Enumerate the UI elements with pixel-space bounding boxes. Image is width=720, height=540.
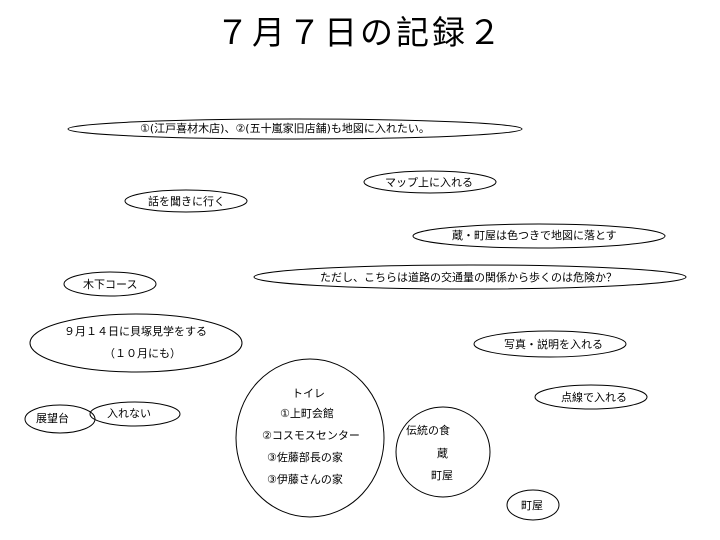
toilet-item: ①上町会館 bbox=[280, 407, 334, 420]
tradition-item: 蔵 bbox=[437, 447, 448, 460]
machiya-note: 町屋 bbox=[521, 499, 543, 512]
toilet-item: ③伊藤さんの家 bbox=[267, 473, 343, 486]
page-title: ７月７日の記録２ bbox=[216, 13, 504, 52]
interview-note: 話を聞きに行く bbox=[148, 195, 225, 208]
dotted-note: 点線で入れる bbox=[561, 391, 627, 404]
map-add-ellipse bbox=[363, 170, 497, 194]
toilet-item: ②コスモスセンター bbox=[262, 429, 360, 442]
map-add-note: マップ上に入れる bbox=[385, 176, 473, 189]
tradition-circle bbox=[395, 406, 491, 498]
not-included-note: 入れない bbox=[107, 407, 151, 420]
dotted-ellipse bbox=[534, 384, 648, 410]
toilet-heading: トイレ bbox=[292, 387, 325, 400]
observatory-note: 展望台 bbox=[36, 412, 69, 425]
kaizuka-ellipse bbox=[29, 313, 243, 373]
kaizuka-line2: （１０月にも） bbox=[104, 347, 181, 360]
tradition-item: 町屋 bbox=[431, 469, 453, 482]
photo-note: 写真・説明を入れる bbox=[504, 338, 603, 351]
traffic-note: ただし、こちらは道路の交通量の関係から歩くのは危険か？ bbox=[320, 271, 617, 284]
traffic-ellipse bbox=[253, 264, 687, 290]
tradition-heading: 伝統の食 bbox=[406, 424, 450, 437]
stores-note: ①(江戸喜材木店)、②(五十嵐家旧店舗)も地図に入れたい。 bbox=[140, 122, 430, 135]
photo-ellipse bbox=[473, 330, 627, 358]
kinoshita-ellipse bbox=[63, 271, 157, 297]
toilet-circle bbox=[235, 358, 385, 518]
stores-ellipse bbox=[67, 118, 523, 140]
interview-ellipse bbox=[124, 189, 248, 213]
toilet-item: ③佐藤部長の家 bbox=[267, 451, 343, 464]
not-included-ellipse bbox=[89, 401, 181, 427]
observatory-ellipse bbox=[24, 404, 96, 434]
kura-machiya-ellipse bbox=[412, 223, 666, 249]
machiya-ellipse bbox=[506, 489, 560, 521]
kura-machiya-note: 蔵・町屋は色つきで地図に落とす bbox=[452, 229, 617, 242]
kinoshita-note: 木下コース bbox=[83, 278, 138, 291]
kaizuka-line1: ９月１４日に貝塚見学をする bbox=[64, 325, 207, 338]
